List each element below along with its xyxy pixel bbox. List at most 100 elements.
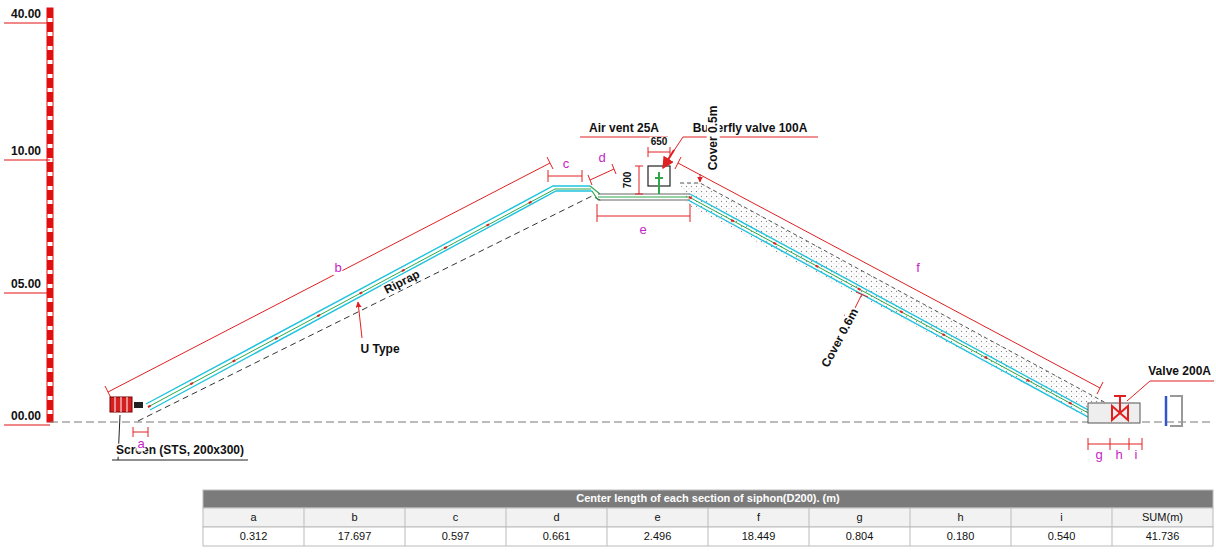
riprap-bed: [138, 196, 602, 421]
elevation-scale: [47, 8, 53, 422]
siphon-pipe: [689, 197, 1092, 415]
dimension-line: [588, 175, 592, 185]
table-cell: 18.449: [741, 531, 777, 543]
section-letter: h: [1114, 448, 1123, 462]
screen-symbol: [121, 397, 122, 412]
valve-chamber: [1088, 396, 1182, 426]
leader-line: [112, 137, 1214, 460]
valve-chamber: [1114, 395, 1126, 397]
dimension-line: [547, 157, 553, 169]
leader-line: [1150, 381, 1214, 382]
section-letter: b: [333, 261, 342, 275]
table-header-cell: d: [552, 512, 560, 524]
table-grid: [203, 490, 1213, 508]
screen-symbol: [110, 397, 132, 412]
dimension-line: [108, 163, 550, 392]
dimension-line: [1110, 438, 1111, 450]
elevation-scale: [4, 293, 50, 294]
valve-chamber: [1170, 396, 1182, 426]
table-header-cell: i: [1059, 512, 1063, 524]
table-cell: 17.697: [337, 531, 373, 543]
callout-label: Air vent 25A: [588, 122, 660, 135]
axis-label: 10.00: [10, 145, 42, 158]
siphon-pipe: [598, 197, 690, 198]
section-letter: d: [597, 151, 606, 165]
dimension-line: [590, 169, 614, 180]
table-header-cell: g: [855, 512, 863, 524]
datum-line: [50, 422, 1212, 423]
callout-label: Cover 0.6m: [819, 306, 861, 371]
table-header-cell: b: [350, 512, 358, 524]
table-title: Center length of each section of siphon(…: [575, 493, 840, 505]
valve-chamber: [1165, 396, 1168, 426]
dimension-line: [548, 176, 582, 177]
table-cell: 0.804: [845, 531, 875, 543]
table-cell: 0.661: [542, 531, 572, 543]
table-header-cell: SUM(m): [1141, 512, 1184, 524]
dimension-line: [597, 216, 690, 217]
siphon-pipe: [598, 193, 690, 194]
dimension-line: [635, 166, 643, 167]
valve-chamber: [1088, 403, 1140, 423]
table-cell: 2.496: [643, 531, 673, 543]
dimension-line: [1097, 382, 1103, 394]
table-header-cell: f: [756, 512, 761, 524]
dimension-line: [1129, 438, 1130, 450]
table-cell: 0.597: [441, 531, 471, 543]
siphon-pipe: [148, 189, 591, 407]
table-grid: [203, 490, 1213, 546]
table-header-cell: e: [653, 512, 661, 524]
air-vent-box: [655, 177, 663, 179]
callout-label: Valve 200A: [1147, 365, 1212, 378]
siphon-pipe: [150, 191, 592, 410]
dimension-line: [648, 152, 670, 153]
dimension-line: [639, 166, 640, 194]
elevation-scale: [47, 8, 53, 422]
dimension-line: [635, 194, 643, 195]
air-vent-box: [658, 172, 660, 194]
dimension-line: [648, 147, 649, 157]
siphon-pipe: [146, 186, 590, 404]
screen-symbol: [134, 402, 143, 408]
dimension-line: [582, 170, 583, 182]
screen-symbol: [127, 397, 128, 412]
siphon-pipe: [598, 199, 690, 200]
callout-label: Screen (STS, 200x300): [115, 444, 245, 457]
dimension-line: [700, 174, 701, 182]
callout-label: Cover 0.5m: [707, 105, 720, 172]
table-cell: 0.540: [1047, 531, 1077, 543]
dimension-line: [105, 147, 1142, 450]
siphon-pipe: [148, 189, 555, 407]
elevation-scale: [4, 8, 53, 425]
table-header-cell: h: [956, 512, 964, 524]
dimension-line: [675, 157, 681, 169]
siphon-pipe: [146, 186, 1112, 418]
siphon-pipe: [590, 186, 600, 200]
dimension-value: 650: [650, 137, 669, 148]
leader-line: [1127, 381, 1150, 401]
table-cell: 0.312: [239, 531, 269, 543]
screen-symbol: [115, 397, 116, 412]
dimension-line: [678, 163, 1100, 388]
dimension-line: [612, 164, 616, 174]
table-grid: [304, 508, 1112, 546]
elevation-scale: [4, 425, 50, 426]
siphon-pipe: [688, 200, 1112, 418]
dimension-line: [597, 204, 598, 222]
callout-label: Riprap: [381, 267, 422, 296]
dimension-line: [856, 292, 868, 297]
elevation-scale: [4, 160, 50, 161]
valve-chamber: [1119, 396, 1121, 413]
datum-line: [50, 422, 1212, 423]
dimension-line: [133, 432, 148, 433]
table-header-cell: a: [249, 512, 257, 524]
section-letter: f: [915, 261, 921, 275]
table-header-cell: c: [452, 512, 460, 524]
dimension-line: [105, 386, 111, 398]
screen-symbol: [110, 397, 143, 412]
dimension-line: [148, 427, 149, 437]
dimension-value: 700: [623, 171, 634, 190]
section-letter: i: [1134, 448, 1139, 462]
